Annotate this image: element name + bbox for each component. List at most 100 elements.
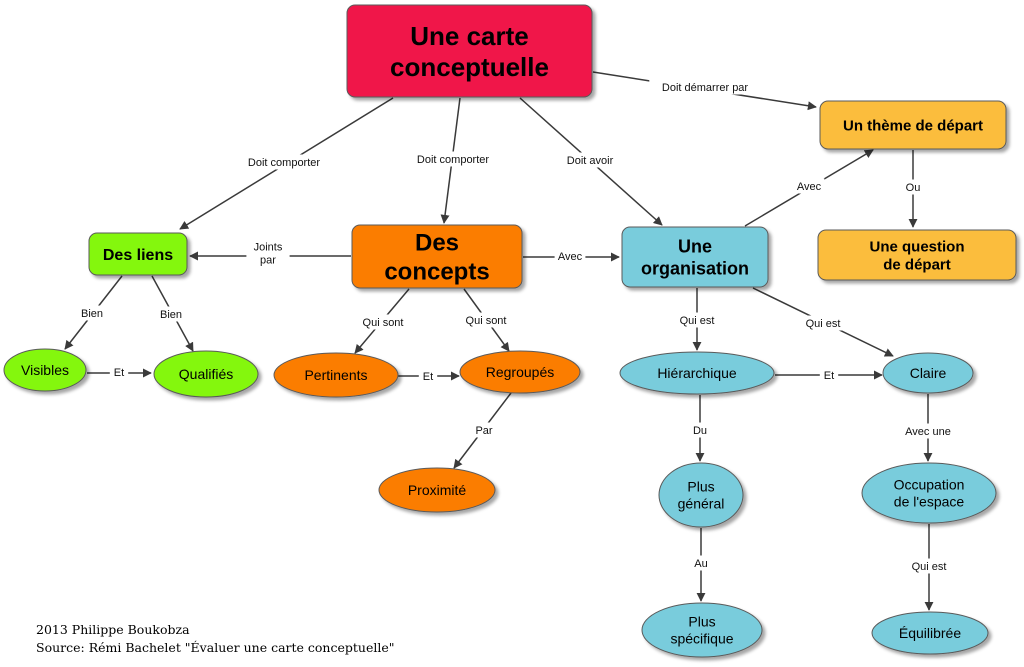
node-ellipse [871, 611, 989, 655]
link-label-text: Bien [160, 309, 182, 321]
link-label-bg [458, 312, 514, 328]
link-label-theme-question: Ou [903, 179, 923, 195]
node-label: Hiérarchique [657, 365, 737, 381]
link-label-text: Qui est [806, 318, 841, 330]
link-label-bg [672, 312, 722, 328]
link-label-general-specifique: Au [691, 555, 711, 571]
link-labels-layer: Doit comporter Doit comporter Doit avoir Do… [76, 79, 956, 574]
link-label-text: Qui est [680, 315, 715, 327]
node-ellipse [861, 462, 997, 524]
node-label: Plus [687, 479, 714, 495]
link-label-liens-visibles: Bien [76, 305, 108, 321]
node-label: spécifique [670, 630, 733, 646]
link-label-text: Doit comporter [417, 154, 489, 166]
link-label-liens-qualifies: Bien [155, 306, 187, 322]
node-label: Visibles [21, 362, 69, 378]
node-theme: Un thème de départ [819, 100, 1007, 150]
node-label: Une question [869, 238, 964, 255]
link-label-hierarchique-general: Du [690, 422, 710, 438]
node-label: Occupation [894, 477, 965, 493]
link-label-text: Et [114, 367, 124, 379]
node-ellipse [378, 467, 496, 513]
node-ellipse [658, 462, 744, 528]
link-label-bg [793, 178, 825, 194]
link-label-text: Qui est [912, 561, 947, 573]
node-ellipse [619, 351, 775, 395]
link-label-bg [691, 555, 711, 571]
link-label-bg [900, 423, 956, 439]
link-label-regroupes-proximite: Par [471, 422, 497, 438]
node-label: Plus [688, 614, 715, 630]
link-label-hierarchique-claire: Et [819, 367, 839, 383]
link-label-text: Par [475, 425, 492, 437]
node-label: de départ [883, 256, 951, 273]
link-label-bg [418, 368, 438, 384]
node-label: Claire [910, 365, 947, 381]
node-label: Pertinents [304, 367, 367, 383]
credit-source: Source: Rémi Bachelet "Évaluer une carte… [36, 640, 395, 655]
node-ellipse [641, 602, 763, 658]
link-label-text: Avec [558, 251, 583, 263]
node-visibles: Visibles [3, 348, 87, 392]
link-label-organisation-theme: Avec [793, 178, 825, 194]
node-liens: Des liens [88, 232, 188, 276]
link-label-bg [819, 367, 839, 383]
node-qualifies: Qualifiés [153, 350, 259, 398]
link-label-visibles-qualifies: Et [109, 364, 129, 380]
link-label-text: Du [693, 425, 707, 437]
link-label-text: Au [694, 558, 707, 570]
node-pertinents: Pertinents [273, 352, 399, 398]
node-claire: Claire [882, 352, 974, 394]
link-label-bg [76, 305, 108, 321]
link-label-pertinents-regroupes: Et [418, 368, 438, 384]
node-label: Des liens [103, 247, 173, 264]
link-label-root-theme: Doit démarrer par [649, 79, 761, 95]
node-ellipse [882, 352, 974, 394]
link-label-text: Ou [906, 182, 921, 194]
link-label-text: Bien [81, 308, 103, 320]
link-label-bg [246, 239, 290, 267]
node-label: concepts [384, 259, 489, 286]
node-label: Un thème de départ [843, 117, 983, 134]
node-regroupes: Regroupés [459, 350, 581, 394]
node-equilibree: Équilibrée [871, 611, 989, 655]
link-label-text: Et [423, 371, 433, 383]
link-label-root-concepts: Doit comporter [406, 151, 500, 167]
node-box [819, 100, 1007, 150]
link-label-concepts-organisation: Avec [554, 248, 586, 264]
node-box [88, 232, 188, 276]
node-label: général [678, 495, 725, 511]
link-label-claire-occupation: Avec une [900, 423, 956, 439]
link-label-text: Doit avoir [567, 155, 614, 167]
link-label-text: Qui sont [466, 315, 507, 327]
link-label-root-organisation: Doit avoir [556, 152, 624, 168]
link-label-bg [554, 248, 586, 264]
node-ellipse [153, 350, 259, 398]
node-ellipse [459, 350, 581, 394]
node-proximite: Proximité [378, 467, 496, 513]
link-label-text: Doit démarrer par [662, 82, 749, 94]
link-label-text: Et [824, 370, 834, 382]
node-box [351, 224, 523, 289]
link-label-text: Qui sont [363, 317, 404, 329]
node-label: Proximité [408, 482, 467, 498]
credit-author: 2013 Philippe Boukobza [36, 622, 190, 637]
link-label-concepts-regroupes: Qui sont [458, 312, 514, 328]
node-label: organisation [641, 258, 749, 278]
link-label-root-liens: Doit comporter [237, 154, 331, 170]
link-label-occupation-equilibree: Qui est [904, 558, 954, 574]
node-hierarchique: Hiérarchique [619, 351, 775, 395]
link-label-bg [798, 315, 848, 331]
link-label-bg [471, 422, 497, 438]
link-label-bg [649, 79, 761, 95]
link-label-organisation-claire: Qui est [798, 315, 848, 331]
link-label-bg [109, 364, 129, 380]
